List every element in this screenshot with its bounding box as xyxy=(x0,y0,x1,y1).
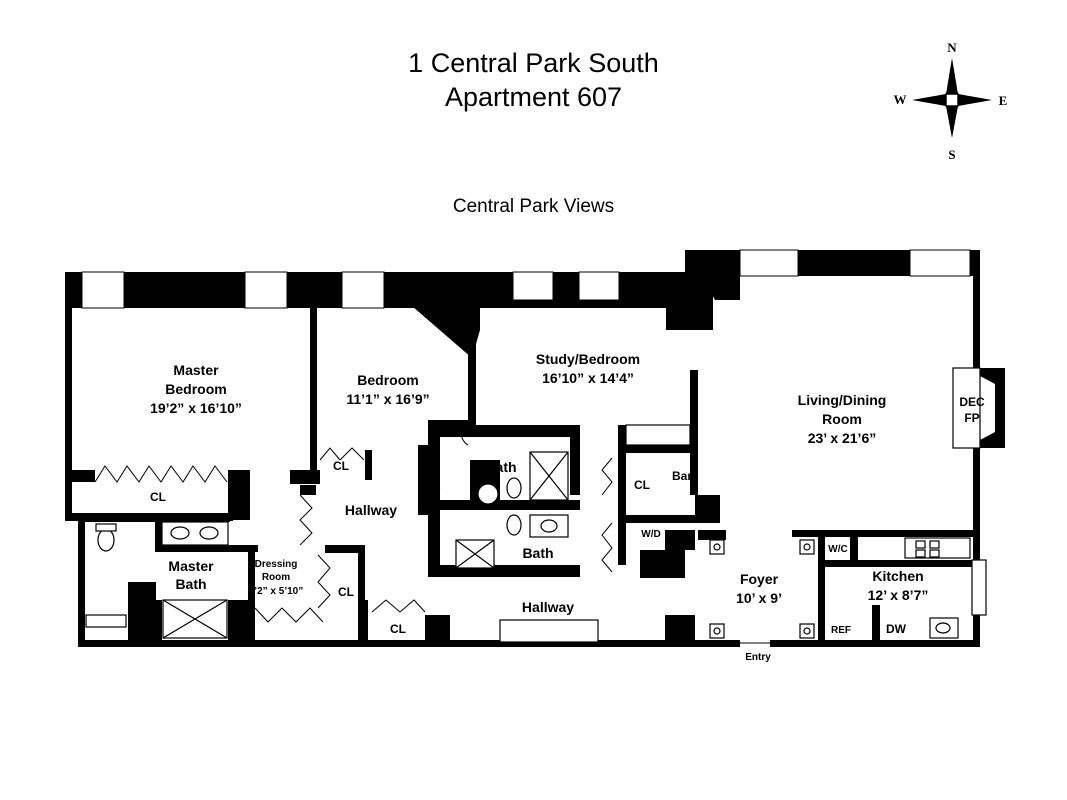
compass-e: E xyxy=(999,93,1008,108)
living-name2: Room xyxy=(822,411,862,427)
windows xyxy=(81,249,971,309)
fixtures xyxy=(85,367,987,643)
dw-label: DW xyxy=(886,622,907,636)
hallway-lower-label: Hallway xyxy=(522,599,574,615)
door-swings xyxy=(94,429,613,623)
master-bath-name1: Master xyxy=(168,558,214,574)
compass-s: S xyxy=(948,147,955,162)
bedroom-dims: 11’1” x 16’9” xyxy=(346,391,429,407)
kitchen-name: Kitchen xyxy=(872,568,923,584)
views-label: Central Park Views xyxy=(452,196,615,217)
hallway-closet-label: CL xyxy=(390,622,406,636)
ref-label: REF xyxy=(831,625,851,636)
plan-title-line1: 1 Central Park South xyxy=(408,48,659,78)
wc-label: W/C xyxy=(828,544,847,555)
fireplace-line2: FP xyxy=(964,411,979,425)
study-dims: 16’10” x 14’4” xyxy=(542,370,634,386)
foyer-dims: 10’ x 9’ xyxy=(736,590,782,606)
bath-upper-label: Bath xyxy=(485,459,516,475)
compass-n: N xyxy=(947,40,957,55)
bedroom-name: Bedroom xyxy=(357,372,418,388)
entry-label: Entry xyxy=(745,652,771,663)
plan-title-line2: Apartment 607 xyxy=(444,82,623,112)
foyer-name: Foyer xyxy=(740,571,779,587)
compass-w: W xyxy=(894,92,907,107)
interior-walls xyxy=(65,300,978,645)
compass-icon: N S E W xyxy=(894,40,1008,162)
dressing-dims: 6’2” x 5’10” xyxy=(249,586,303,597)
master-bedroom-name1: Master xyxy=(173,362,219,378)
dressing-name2: Room xyxy=(262,572,290,583)
living-dims: 23’ x 21’6” xyxy=(808,430,877,446)
dressing-name1: Dressing xyxy=(255,559,298,570)
master-closet-label: CL xyxy=(150,490,166,504)
wd-label: W/D xyxy=(641,529,660,540)
bar-label: Bar xyxy=(672,469,692,483)
study-name: Study/Bedroom xyxy=(536,351,640,367)
hallway-upper-label: Hallway xyxy=(345,502,397,518)
master-bedroom-name2: Bedroom xyxy=(165,381,226,397)
living-name1: Living/Dining xyxy=(798,392,887,408)
fireplace-line1: DEC xyxy=(959,395,985,409)
master-bedroom-dims: 19’2” x 16’10” xyxy=(150,400,242,416)
study-closet-label: CL xyxy=(634,478,650,492)
dressing-closet-label: CL xyxy=(338,585,354,599)
kitchen-dims: 12’ x 8’7” xyxy=(868,587,929,603)
bath-lower-label: Bath xyxy=(522,545,553,561)
bedroom-closet-label: CL xyxy=(333,459,349,473)
master-bath-name2: Bath xyxy=(175,576,206,592)
